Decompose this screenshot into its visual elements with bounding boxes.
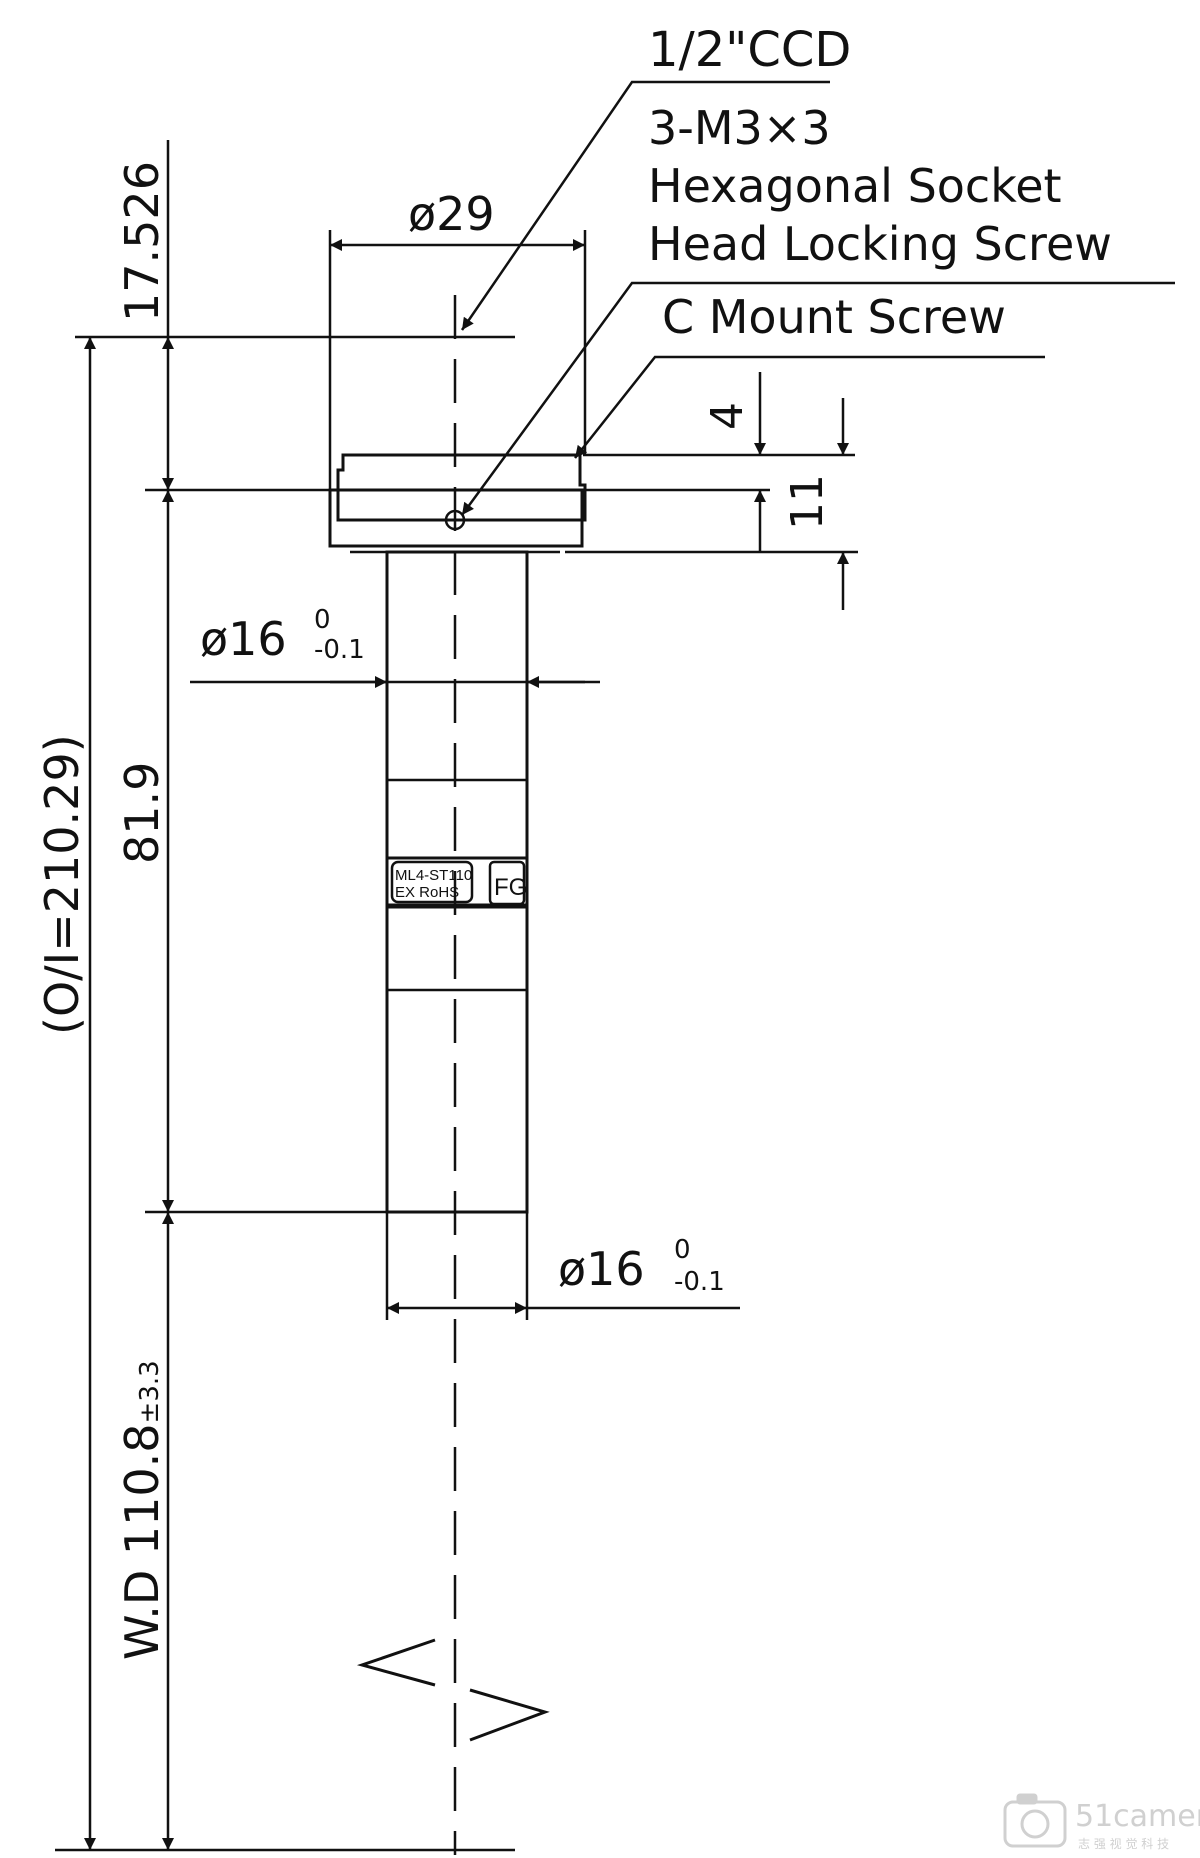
mount-thread <box>338 455 585 520</box>
mount-height-label: 11 <box>782 474 833 530</box>
lower-barrel-diameter-label: ø16 <box>558 1242 645 1296</box>
sensor-label: 1/2"CCD <box>648 22 851 78</box>
model-label-box <box>392 862 472 902</box>
working-distance-tol: ±3.3 <box>135 1360 165 1423</box>
upper-barrel-tol-upper: 0 <box>314 605 331 635</box>
lens-model-text: ML4-ST110 <box>395 867 472 884</box>
mount-label: C Mount Screw <box>662 290 1006 344</box>
lens-body <box>330 455 585 1212</box>
fg-badge-box <box>490 862 524 904</box>
barrel-length-label: 81.9 <box>115 762 169 864</box>
break-symbol-left <box>362 1640 435 1685</box>
flange-back-label: 17.526 <box>115 161 169 322</box>
screw-spec-label: 3-M3×3 <box>648 101 831 155</box>
break-symbol-right <box>470 1690 545 1740</box>
locking-screw-leader <box>462 283 1175 515</box>
lower-barrel-tol-lower: -0.1 <box>674 1267 725 1297</box>
upper-barrel <box>387 552 527 907</box>
watermark-brand: 51camera <box>1075 1799 1200 1834</box>
working-distance-value: W.D 110.8 <box>115 1423 169 1660</box>
screw-desc-line-1: Hexagonal Socket <box>648 159 1062 213</box>
watermark-subtitle: 志 强 视 觉 科 技 <box>1078 1836 1169 1851</box>
mount-leader <box>575 357 1045 458</box>
overall-length-label: (O/I=210.29) <box>35 734 89 1035</box>
camera-logo-icon <box>1005 1802 1065 1846</box>
thread-height-label: 4 <box>702 402 753 430</box>
screw-desc-line-2: Head Locking Screw <box>648 217 1112 271</box>
upper-barrel-diameter-label: ø16 <box>200 612 287 666</box>
upper-barrel-tol-lower: -0.1 <box>314 635 365 665</box>
lens-badge-text: FG <box>494 874 527 901</box>
working-distance-label: W.D 110.8±3.3 <box>115 1360 169 1660</box>
lens-marks-text: EX RoHS <box>395 884 459 901</box>
sensor-leader <box>462 82 830 330</box>
lower-barrel <box>387 907 527 1212</box>
lower-barrel-tol-upper: 0 <box>674 1235 691 1265</box>
mount-diameter-label: ø29 <box>408 187 495 241</box>
watermark: 51camera 志 强 视 觉 科 技 <box>1005 1795 1200 1851</box>
